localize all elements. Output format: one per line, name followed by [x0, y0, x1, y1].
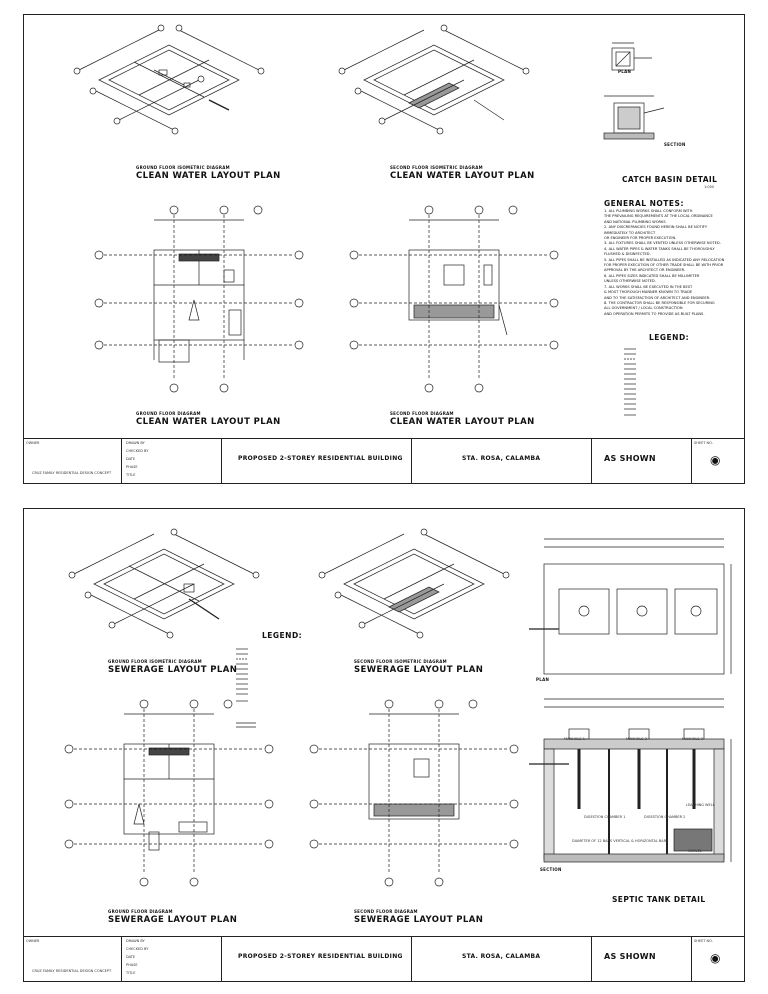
sewerage-drawings: [64, 528, 732, 887]
isometric-second-floor-sewerage: [318, 528, 510, 639]
isometric-ground-floor-clean-water: [73, 24, 265, 135]
plan-second-floor-clean-water: [349, 205, 559, 393]
general-notes-heading: GENERAL NOTES:: [604, 199, 684, 208]
chamber-label: DIGESTION CHAMBER 2: [644, 815, 686, 819]
view-title: SEWERAGE LAYOUT PLAN: [108, 915, 238, 925]
drawing-sheet-clean-water: GROUND FLOOR ISOMETRIC DIAGRAM CLEAN WAT…: [23, 14, 745, 484]
septic-section-label: SECTION: [540, 867, 562, 872]
view-subtitle: SECOND FLOOR DIAGRAM: [354, 909, 418, 914]
project-title: PROPOSED 2-STOREY RESIDENTIAL BUILDING: [238, 455, 403, 462]
catch-basin-scale: 1:000: [704, 185, 715, 189]
legend-heading: LEGEND:: [649, 333, 690, 342]
sheet-logo-icon: ◉: [710, 951, 721, 965]
project-cell: PROPOSED 2-STOREY RESIDENTIAL BUILDING: [222, 439, 412, 483]
legend-symbols-sheet1: [624, 348, 636, 416]
legend-heading: LEGEND:: [262, 631, 303, 640]
location-cell: STA. ROSA, CALAMBA: [412, 937, 592, 981]
scale-cell: AS SHOWN: [592, 439, 692, 483]
isometric-ground-floor-sewerage: [68, 528, 260, 639]
view-title: CLEAN WATER LAYOUT PLAN: [136, 417, 281, 427]
view-subtitle: GROUND FLOOR ISOMETRIC DIAGRAM: [136, 165, 230, 170]
fields-cell: DRAWN BY CHECKED BY DATE PHASE TITLE: [122, 937, 222, 981]
owner-label: OWNER: [26, 441, 40, 445]
chamber-label: DIGESTION CHAMBER 1: [584, 815, 626, 819]
septic-note: DIAMETER OF 12 BARS VERTICAL & HORIZONTA…: [572, 839, 669, 843]
view-title: SEWERAGE LAYOUT PLAN: [108, 665, 238, 675]
catch-basin-plan: [611, 42, 652, 71]
catch-basin-title: CATCH BASIN DETAIL: [622, 175, 718, 184]
project-location: STA. ROSA, CALAMBA: [462, 953, 541, 960]
plan-ground-floor-sewerage: [64, 699, 274, 887]
view-title: SEWERAGE LAYOUT PLAN: [354, 915, 484, 925]
plan-second-floor-sewerage: [309, 699, 519, 887]
sheet-logo-icon: ◉: [710, 453, 721, 467]
view-subtitle: GROUND FLOOR DIAGRAM: [136, 411, 201, 416]
project-location: STA. ROSA, CALAMBA: [462, 455, 541, 462]
septic-tank-section: [529, 698, 732, 863]
view-title: CLEAN WATER LAYOUT PLAN: [390, 417, 535, 427]
view-title: CLEAN WATER LAYOUT PLAN: [136, 171, 281, 181]
view-subtitle: SECOND FLOOR ISOMETRIC DIAGRAM: [354, 659, 447, 664]
project-cell: PROPOSED 2-STOREY RESIDENTIAL BUILDING: [222, 937, 412, 981]
scale-value: AS SHOWN: [604, 454, 656, 463]
owner-name: CRUZ FAMILY RESIDENTIAL DESIGN CONCEPT: [32, 471, 112, 475]
view-subtitle: GROUND FLOOR DIAGRAM: [108, 909, 173, 914]
view-title: CLEAN WATER LAYOUT PLAN: [390, 171, 535, 181]
general-notes-list: 1. ALL PLUMBING WORKS SHALL CONFORM WITH…: [604, 209, 725, 316]
view-subtitle: SECOND FLOOR ISOMETRIC DIAGRAM: [390, 165, 483, 170]
sheet-number-cell: SHEET NO. ◉: [694, 441, 721, 467]
project-title: PROPOSED 2-STOREY RESIDENTIAL BUILDING: [238, 953, 403, 960]
scale-cell: AS SHOWN: [592, 937, 692, 981]
view-subtitle: GROUND FLOOR ISOMETRIC DIAGRAM: [108, 659, 202, 664]
owner-cell: OWNER CRUZ FAMILY RESIDENTIAL DESIGN CON…: [24, 937, 122, 981]
gravel-label: GRAVEL: [688, 849, 702, 853]
owner-cell: OWNER CRUZ FAMILY RESIDENTIAL DESIGN CON…: [24, 439, 122, 483]
view-subtitle: SECOND FLOOR DIAGRAM: [390, 411, 454, 416]
catch-basin-plan-label: PLAN: [618, 69, 632, 74]
plan-ground-floor-clean-water: [94, 205, 304, 393]
septic-tank-plan: [529, 538, 732, 675]
legend-symbols-sheet2: [236, 648, 256, 728]
chamber-label: LEACHING WELL: [686, 803, 715, 807]
title-block: OWNER CRUZ FAMILY RESIDENTIAL DESIGN CON…: [24, 438, 744, 483]
sheet-number-cell: SHEET NO. ◉: [694, 939, 721, 965]
location-cell: STA. ROSA, CALAMBA: [412, 439, 592, 483]
isometric-second-floor-clean-water: [338, 24, 530, 135]
fields-cell: DRAWN BY CHECKED BY DATE PHASE TITLE: [122, 439, 222, 483]
catch-basin-section: [603, 95, 665, 140]
scale-value: AS SHOWN: [604, 952, 656, 961]
septic-plan-label: PLAN: [536, 677, 550, 682]
view-title: SEWERAGE LAYOUT PLAN: [354, 665, 484, 675]
clean-water-drawings: [73, 24, 665, 416]
drawing-sheet-sewerage: LEGEND: GROUND FLOOR ISOMETRIC DIAGRAM S…: [23, 508, 745, 982]
title-block: OWNER CRUZ FAMILY RESIDENTIAL DESIGN CON…: [24, 936, 744, 981]
catch-basin-section-label: SECTION: [664, 142, 686, 147]
septic-title: SEPTIC TANK DETAIL: [612, 895, 706, 904]
